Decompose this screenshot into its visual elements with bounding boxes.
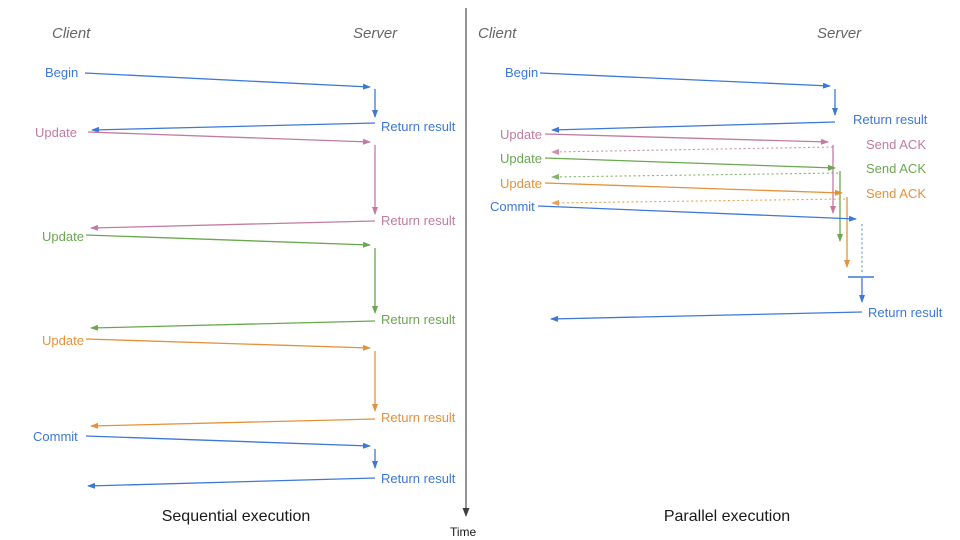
- response-label: Send ACK: [866, 161, 926, 176]
- response-arrow: [87, 477, 376, 489]
- panel-caption: Parallel execution: [664, 508, 790, 525]
- request-arrow: [539, 72, 831, 89]
- request-label: Commit: [33, 429, 78, 444]
- request-arrow: [544, 182, 843, 196]
- response-arrow: [90, 220, 376, 231]
- time-label: Time: [450, 525, 477, 539]
- request-arrow: [85, 338, 371, 351]
- request-label: Update: [42, 333, 84, 348]
- response-arrow: [91, 122, 376, 133]
- request-label: Update: [35, 125, 77, 140]
- response-label: Return result: [381, 410, 456, 425]
- response-arrow: [551, 121, 836, 133]
- client-header: Client: [478, 25, 517, 42]
- response-label: Return result: [868, 305, 943, 320]
- response-label: Return result: [381, 119, 456, 134]
- request-label: Commit: [490, 199, 535, 214]
- response-arrow: [90, 418, 376, 429]
- request-label: Begin: [505, 65, 538, 80]
- request-label: Begin: [45, 65, 78, 80]
- response-label: Return result: [381, 312, 456, 327]
- response-arrow: [550, 311, 863, 322]
- ack-response-arrow: [551, 198, 846, 206]
- request-arrow: [544, 157, 836, 171]
- request-arrow: [544, 133, 829, 145]
- response-label: Send ACK: [866, 137, 926, 152]
- sequential-panel: Client Server Begin Return result Update…: [33, 25, 456, 525]
- server-header: Server: [817, 25, 862, 42]
- response-arrow: [90, 320, 376, 331]
- time-axis: Time: [450, 8, 477, 539]
- request-arrow: [85, 234, 371, 248]
- request-arrow: [84, 72, 371, 90]
- request-arrow: [85, 435, 371, 449]
- request-label: Update: [500, 127, 542, 142]
- client-header: Client: [52, 25, 91, 42]
- response-label: Return result: [853, 112, 928, 127]
- parallel-panel: Client Server Begin Return result Update…: [478, 25, 943, 525]
- request-label: Update: [42, 229, 84, 244]
- request-label: Update: [500, 151, 542, 166]
- request-label: Update: [500, 176, 542, 191]
- server-header: Server: [353, 25, 398, 42]
- response-label: Return result: [381, 213, 456, 228]
- ack-response-arrow: [551, 172, 839, 180]
- request-arrow: [87, 131, 371, 145]
- ack-response-arrow: [551, 146, 834, 155]
- response-label: Send ACK: [866, 186, 926, 201]
- request-arrow: [537, 205, 857, 222]
- panel-caption: Sequential execution: [162, 508, 311, 525]
- response-label: Return result: [381, 471, 456, 486]
